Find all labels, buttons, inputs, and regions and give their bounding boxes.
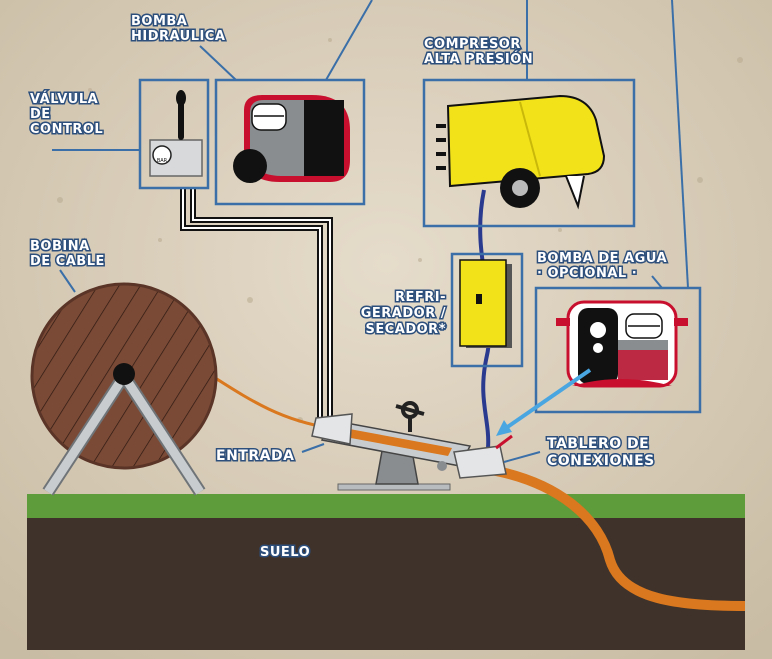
label-water-pump-2: · OPCIONAL · — [537, 266, 637, 281]
label-hydraulic-pump-1: BOMBA — [131, 14, 187, 29]
grass-strip — [27, 494, 745, 520]
label-inlet: ENTRADA — [216, 448, 294, 464]
cable-reel — [30, 282, 218, 496]
leader-reel — [59, 269, 76, 293]
label-connection-panel-2: CONEXIONES — [547, 453, 655, 469]
water-pump-device — [556, 300, 688, 388]
hydraulic-pump-device — [233, 95, 350, 183]
cooler-dryer-frame — [450, 252, 524, 368]
label-control-valve-3: CONTROL — [30, 122, 103, 137]
compressor-device — [436, 94, 606, 210]
leader-top-1 — [325, 0, 373, 81]
pressure-gauge-icon — [152, 145, 172, 165]
cable-blowing-machine — [311, 401, 513, 491]
label-cooler-3: SECADOR* — [366, 322, 447, 337]
label-cable-reel-2: DE CABLE — [30, 254, 105, 269]
leader-water — [651, 275, 663, 289]
gauge-text: BAR — [157, 158, 168, 164]
hydraulic-pump-frame — [214, 78, 366, 206]
water-line — [504, 368, 592, 430]
label-ground: SUELO — [260, 545, 310, 560]
label-cable-reel-1: BOBINA — [30, 239, 90, 254]
leader-top-3 — [671, 0, 689, 289]
label-compressor-1: COMPRESOR — [424, 37, 521, 52]
label-compressor-2: ALTA PRESIÓN — [424, 51, 533, 67]
leader-panel — [503, 451, 541, 463]
label-cooler-1: REFRI- — [395, 290, 446, 305]
soil-block — [27, 518, 745, 650]
water-pump-frame — [534, 286, 702, 414]
leader-inlet — [301, 443, 325, 453]
compressor-frame — [422, 78, 636, 228]
label-hydraulic-pump-2: HIDRAULICA — [131, 29, 225, 44]
water-arrow-head — [496, 420, 512, 436]
label-control-valve-1: VÁLVULA — [30, 91, 98, 107]
label-cooler-2: GERADOR / — [361, 306, 446, 321]
label-water-pump-1: BOMBA DE AGUA — [537, 251, 667, 266]
label-control-valve-2: DE — [30, 107, 51, 122]
inlet-head — [311, 413, 353, 445]
cable-underground — [479, 463, 746, 611]
label-connection-panel-1: TABLERO DE — [547, 436, 649, 452]
control-valve-frame — [138, 78, 210, 190]
connection-panel-device — [453, 445, 507, 479]
leader-pump — [199, 45, 237, 81]
cooler-dryer-device — [459, 259, 512, 348]
hydraulic-hoses — [180, 188, 333, 418]
control-valve-device: BAR — [149, 90, 203, 177]
